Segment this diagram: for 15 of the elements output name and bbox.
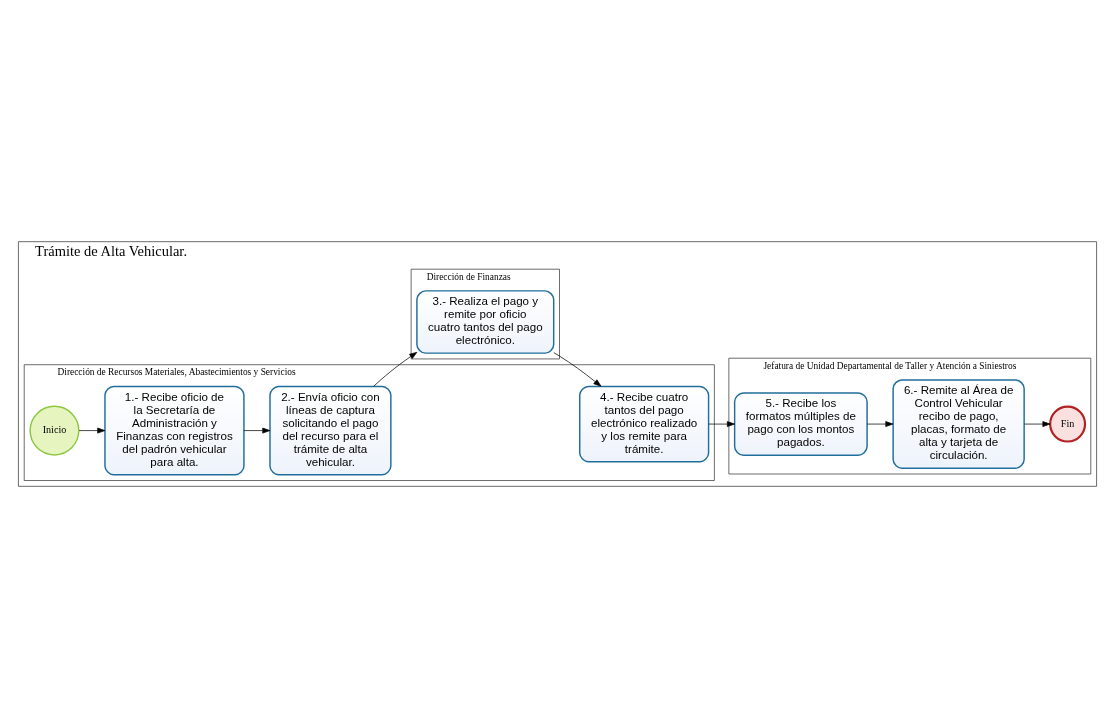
node-box: 6.- Remite al Área de Control Vehicular recibo de pago, placas, formato de alta y tarjeta de circulación. [892,378,1025,469]
arrow [553,351,602,387]
node-box: 3.- Realiza el pago y remite por oficio cuatro tantos del pago electrónico. [416,289,555,354]
node-circle: Inicio [29,405,80,456]
node-box: 5.- Recibe los formatos múltiples de pago con los montos pagados. [733,391,868,456]
arrow [708,420,735,427]
node-box: 2.- Envía oficio con líneas de captura solicitando el pago del recurso para el trámite de alta vehicular. [269,385,392,475]
arrow [866,420,894,427]
node-circle: Fin [1049,405,1087,443]
arrow [1024,420,1051,427]
arrow [373,351,418,387]
node-box: 1.- Recibe oficio de la Secretaría de Administración y Finanzas con registros del padrón vehicular para alta. [104,385,245,475]
arrow [243,427,271,433]
arrow [78,427,106,433]
node-box: 4.- Recibe cuatro tantos del pago electrónico realizado y los remite para trámite. [579,385,710,462]
